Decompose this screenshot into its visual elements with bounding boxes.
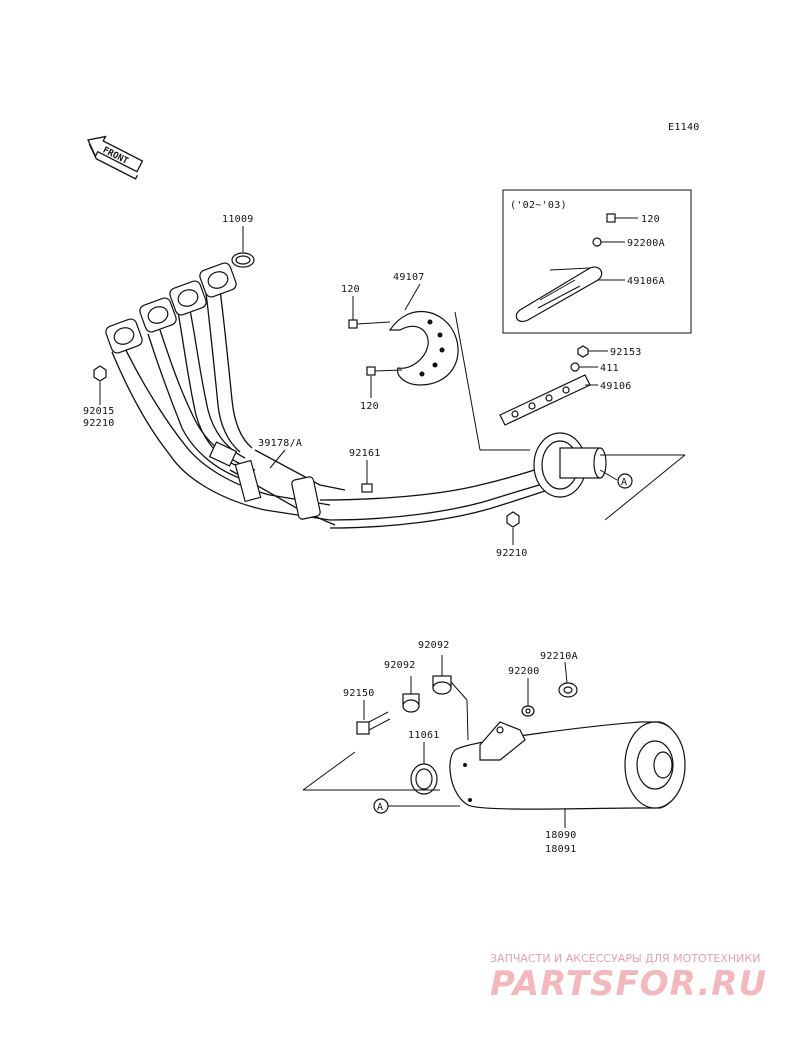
nut-92210-mid xyxy=(506,511,520,528)
spacer-92092-b xyxy=(432,675,452,695)
nut-92015 xyxy=(93,365,107,382)
watermark-brand: PARTSFOR.RU xyxy=(490,964,767,1004)
label-92092-b: 92092 xyxy=(418,640,450,651)
muffler-18090 xyxy=(449,721,686,810)
label-92150: 92150 xyxy=(343,688,375,699)
label-92161: 92161 xyxy=(349,448,381,459)
label-120-inset: 120 xyxy=(641,214,660,225)
inset-label: ('02~'03) xyxy=(510,200,567,211)
plate-49106a xyxy=(515,266,603,322)
label-92200a: 92200A xyxy=(627,238,665,249)
label-49107: 49107 xyxy=(393,272,425,283)
bolt-120-lower xyxy=(366,366,403,376)
clip-92161 xyxy=(361,483,373,493)
washer-411 xyxy=(570,362,580,372)
label-92015: 92015 xyxy=(83,406,115,417)
exhaust-header-pipes xyxy=(111,289,607,529)
diagram-code: E1140 xyxy=(668,122,700,133)
bolt-92153 xyxy=(577,345,589,358)
watermark-tagline: ЗАПЧАСТИ И АКСЕССУАРЫ ДЛЯ МОТОТЕХНИКИ xyxy=(490,952,760,965)
ref-a-bottom-label: A xyxy=(377,802,383,813)
ref-a-top-label: A xyxy=(621,477,627,488)
heat-shield-49107 xyxy=(388,311,459,386)
label-49106: 49106 xyxy=(600,381,632,392)
header-flanges xyxy=(105,262,237,354)
label-92153: 92153 xyxy=(610,347,642,358)
bolt-92150 xyxy=(356,711,391,735)
bolt-120-upper xyxy=(348,319,391,329)
muffler-bracket xyxy=(479,721,526,761)
label-18090: 18090 xyxy=(545,830,577,841)
label-11061: 11061 xyxy=(408,730,440,741)
label-92200: 92200 xyxy=(508,666,540,677)
plate-49106 xyxy=(499,374,591,426)
label-49106a: 49106A xyxy=(627,276,665,287)
label-92210a: 92210A xyxy=(540,651,578,662)
label-120-upper: 120 xyxy=(341,284,360,295)
inset-box xyxy=(502,189,692,334)
label-18091: 18091 xyxy=(545,844,577,855)
label-92210-left: 92210 xyxy=(83,418,115,429)
label-411: 411 xyxy=(600,363,619,374)
nut-92210a xyxy=(558,682,578,698)
label-92210-mid: 92210 xyxy=(496,548,528,559)
label-39178: 39178/A xyxy=(258,438,302,449)
label-11009: 11009 xyxy=(222,214,254,225)
front-arrow-icon: FRONT xyxy=(87,135,144,180)
spacer-92092-a xyxy=(402,693,420,713)
ref-a-top xyxy=(617,473,633,489)
bolt-120-inset xyxy=(606,213,616,223)
label-120-lower: 120 xyxy=(360,401,379,412)
label-92092-a: 92092 xyxy=(384,660,416,671)
washer-92200a xyxy=(592,237,602,247)
